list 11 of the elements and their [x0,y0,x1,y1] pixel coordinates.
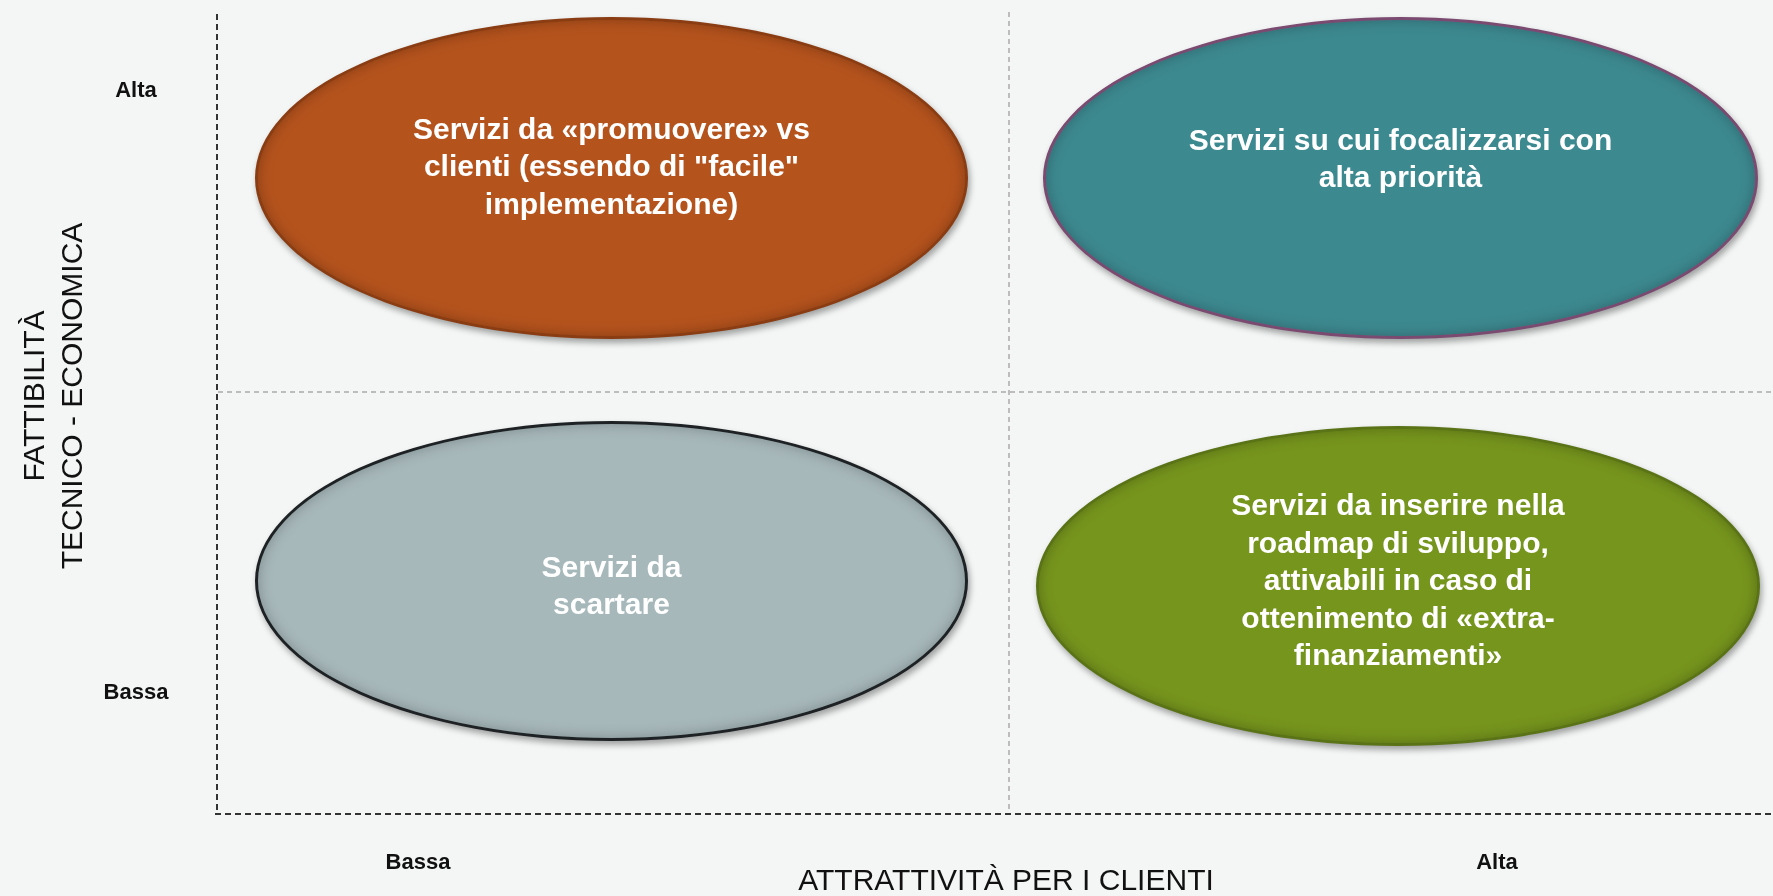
quadrant-text: Servizi da scartare [540,548,683,622]
axis-tick-label: Bassa [103,679,169,705]
axis-tick-label: Alta [1476,849,1518,875]
axis-title: FATTIBILITÀ [17,310,51,482]
quadrant-text: Servizi da inserire nella roadmap di sviluppo, attivabili in caso di ottenimento di «extra-finanziamenti» [1230,487,1566,674]
axis-tick-label: Bassa [385,849,451,875]
quadrant-text: Servizi su cui focalizzarsi con alta priorità [1187,121,1614,195]
quadrant-text: Servizi da «promuovere» vs clienti (essendo di "facile" implementazione) [412,110,811,222]
axis-title: ATTRATTIVITÀ PER I CLIENTI [798,863,1214,896]
axis-tick-label: Alta [115,77,157,103]
axis-title: TECNICO - ECONOMICA [55,222,89,570]
